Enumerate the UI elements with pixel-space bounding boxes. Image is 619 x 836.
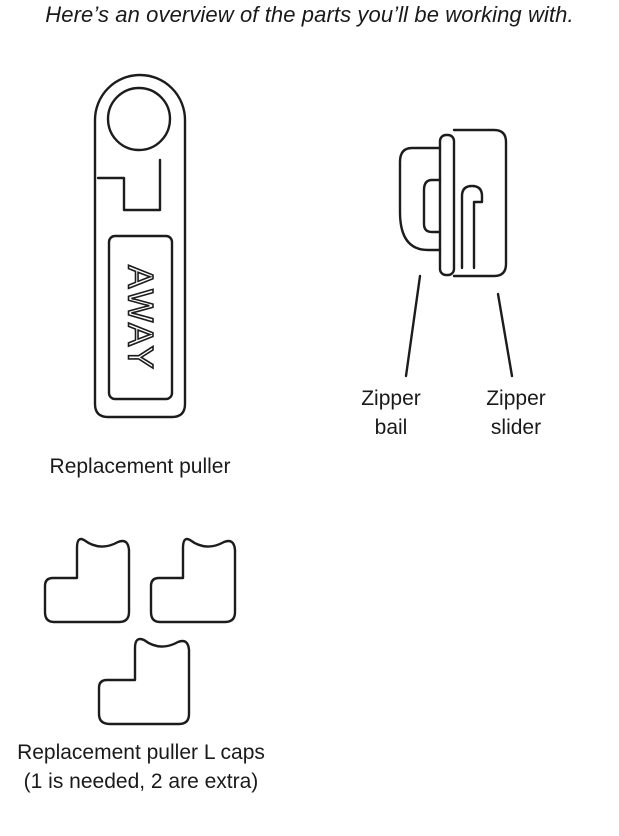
puller-brand-text: AWAY [121, 265, 160, 371]
l-caps-label-line2: (1 is needed, 2 are extra) [23, 770, 259, 793]
page-heading: Here’s an overview of the parts you’ll b… [45, 2, 574, 27]
zipper-slider-label: Zipper slider [474, 384, 558, 442]
l-caps-label-line1: Replacement puller L caps [17, 741, 265, 764]
l-cap-3 [97, 637, 191, 726]
replacement-puller-drawing: AWAY [93, 73, 187, 419]
zipper-bail-label-line1: Zipper [361, 387, 421, 410]
zipper-bail-label: Zipper bail [350, 384, 432, 442]
l-caps-drawing [43, 537, 237, 726]
l-caps-label: Replacement puller L caps (1 is needed, … [0, 738, 282, 796]
zipper-slider-label-line1: Zipper [486, 387, 546, 410]
l-cap-2 [149, 537, 237, 624]
l-cap-1 [43, 537, 131, 624]
zipper-bail-label-line2: bail [374, 416, 408, 439]
replacement-puller-label: Replacement puller [49, 455, 231, 478]
zipper-slider-drawing [398, 128, 514, 378]
zipper-slider-label-line2: slider [490, 416, 542, 439]
